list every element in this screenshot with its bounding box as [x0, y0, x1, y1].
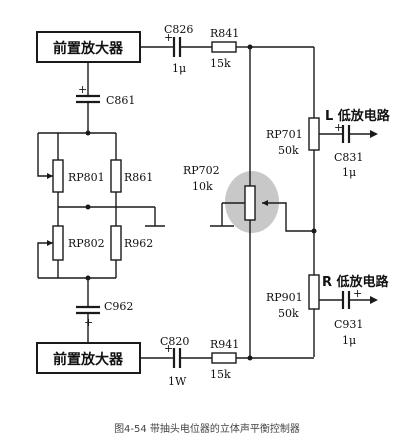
- c826-label: C826: [164, 23, 193, 36]
- potentiometer-rp802: [52, 225, 64, 261]
- c931-label: C931: [334, 318, 363, 331]
- potentiometer-rp701: [308, 117, 320, 151]
- capacitor-c962: [76, 305, 100, 315]
- capacitor-c861: [76, 94, 100, 104]
- rp901-value: 50k: [278, 307, 299, 320]
- rp701-label: RP701: [266, 128, 303, 141]
- c962-label: C962: [104, 300, 133, 313]
- left-output-label: L 低放电路: [325, 108, 391, 124]
- rp702-value: 10k: [192, 180, 213, 193]
- c861-label: C861: [106, 94, 135, 107]
- rp802-label: RP802: [68, 237, 105, 250]
- rp701-value: 50k: [278, 144, 299, 157]
- resistor-r962: [110, 225, 122, 261]
- resistor-r941: [211, 352, 237, 364]
- svg-text:+: +: [78, 83, 87, 96]
- svg-text:+: +: [353, 287, 362, 300]
- rp801-label: RP801: [68, 171, 105, 184]
- r941-value: 15k: [210, 368, 231, 381]
- svg-text:+: +: [334, 121, 343, 134]
- svg-text:+: +: [164, 342, 173, 355]
- top-preamp: 前置放大器: [36, 31, 141, 63]
- r962-label: R962: [124, 237, 153, 250]
- svg-text:前置放大器: 前置放大器: [53, 351, 124, 368]
- c931-value: 1μ: [342, 334, 356, 347]
- rp702-label: RP702: [183, 164, 220, 177]
- r941-label: R941: [210, 338, 239, 351]
- capacitor-c820: [172, 348, 182, 368]
- c831-value: 1μ: [342, 166, 356, 179]
- bottom-preamp: 前置放大器: [36, 342, 141, 374]
- r841-value: 15k: [210, 57, 231, 70]
- rp901-label: RP901: [266, 291, 303, 304]
- resistor-r861: [110, 159, 122, 193]
- potentiometer-rp901: [308, 274, 320, 310]
- r861-label: R861: [124, 171, 153, 184]
- right-output-label: R 低放电路: [322, 274, 390, 290]
- c831-label: C831: [334, 151, 363, 164]
- svg-text:+: +: [164, 31, 173, 44]
- svg-text:前置放大器: 前置放大器: [53, 40, 124, 57]
- r841-label: R841: [210, 27, 239, 40]
- c826-value: 1μ: [172, 62, 186, 75]
- c820-value: 1W: [168, 375, 187, 388]
- resistor-r841: [211, 41, 237, 53]
- potentiometer-rp801: [52, 159, 64, 193]
- arrow-icon: [370, 130, 378, 138]
- figure-caption: 图4-54 带抽头电位器的立体声平衡控制器: [114, 422, 300, 435]
- c820-label: C820: [160, 335, 189, 348]
- potentiometer-rp702: [244, 185, 256, 221]
